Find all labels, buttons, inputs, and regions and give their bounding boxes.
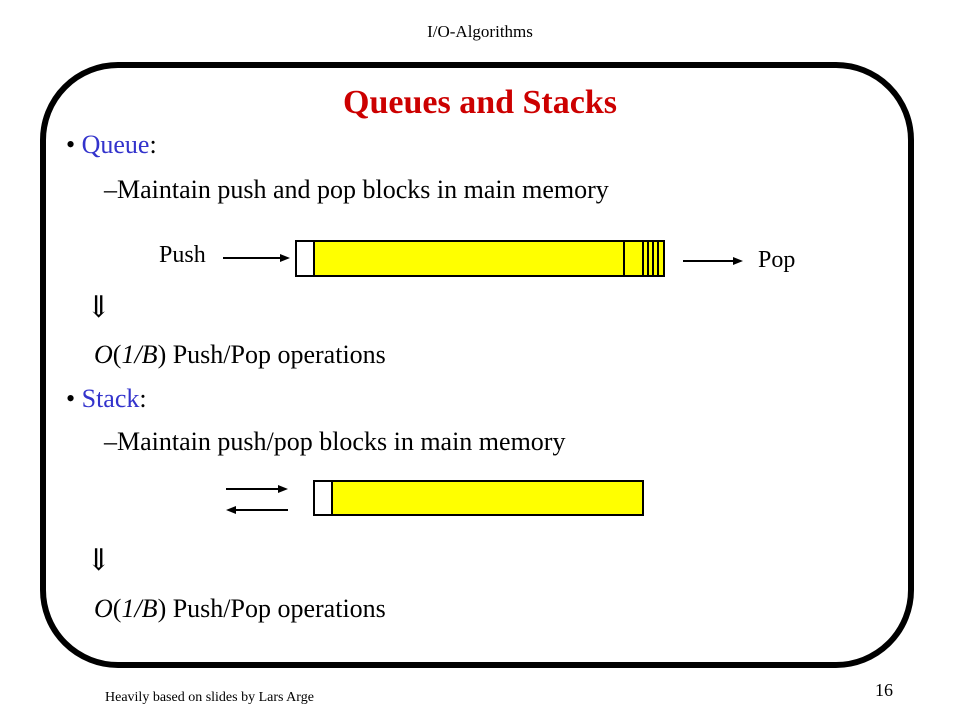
queue-implies-arrow: ⇓ xyxy=(86,291,112,324)
pop-arrow-icon xyxy=(683,257,743,265)
stack-label: Stack xyxy=(81,384,140,413)
queue-sub-text: Maintain push and pop blocks in main mem… xyxy=(117,175,609,204)
bullet-dot: • xyxy=(66,384,82,413)
paren-open: ( xyxy=(112,594,122,623)
stack-bullet: • Stack: xyxy=(66,384,147,414)
footer-credit: Heavily based on slides by Lars Arge xyxy=(105,690,314,705)
queue-colon: : xyxy=(149,130,157,159)
stack-implies-arrow: ⇓ xyxy=(86,544,112,577)
stack-push-arrow-icon xyxy=(226,485,288,493)
dash: – xyxy=(104,427,117,456)
push-label: Push xyxy=(159,242,206,268)
dash: – xyxy=(104,175,117,204)
stack-result: O(1/B) Push/Pop operations xyxy=(94,594,386,624)
big-o: O xyxy=(94,594,113,623)
queue-sub-item: –Maintain push and pop blocks in main me… xyxy=(104,175,609,205)
result-arg: 1/B xyxy=(121,340,158,369)
queue-block xyxy=(295,240,665,277)
stack-block xyxy=(313,480,644,516)
pop-label: Pop xyxy=(758,247,796,273)
queue-label: Queue xyxy=(81,130,150,159)
queue-bullet: • Queue: xyxy=(66,130,157,160)
queue-result: O(1/B) Push/Pop operations xyxy=(94,340,386,370)
bullet-dot: • xyxy=(66,130,82,159)
big-o: O xyxy=(94,340,113,369)
slide-frame xyxy=(40,62,914,668)
push-arrow-icon xyxy=(223,254,290,262)
result-arg: 1/B xyxy=(121,594,158,623)
page-number: 16 xyxy=(875,680,893,700)
stack-colon: : xyxy=(139,384,147,413)
stack-sub-item: –Maintain push/pop blocks in main memory xyxy=(104,427,565,457)
result-rest: ) Push/Pop operations xyxy=(157,340,386,369)
result-rest: ) Push/Pop operations xyxy=(157,594,386,623)
stack-pop-arrow-icon xyxy=(226,506,288,514)
slide-title: Queues and Stacks xyxy=(343,84,617,121)
header-title: I/O-Algorithms xyxy=(427,22,533,41)
stack-sub-text: Maintain push/pop blocks in main memory xyxy=(117,427,566,456)
paren-open: ( xyxy=(112,340,122,369)
